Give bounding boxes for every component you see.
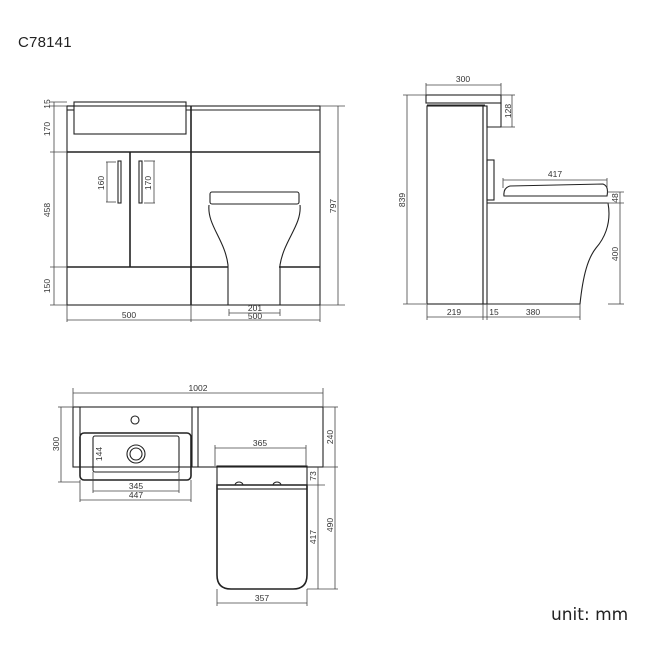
dim-handle-left: 160 [96,176,106,190]
dim-top-seat-length: 417 [308,530,318,544]
dim-pan-base: 201 [248,303,262,313]
dim-pan-offset: 73 [308,471,318,481]
basin-front [73,101,187,135]
dim-seat-thickness: 48 [610,193,620,203]
dim-unit-depth: 219 [447,307,461,317]
dim-basin-inner-width: 345 [129,481,143,491]
dim-top-panel: 170 [42,122,52,136]
left-door-handle [117,160,122,204]
dim-plinth: 150 [42,279,52,293]
basin-bowl [92,435,180,473]
dim-basin-outer-width: 447 [129,490,143,500]
dim-seat-length: 417 [548,169,562,179]
dim-pan-depth: 380 [526,307,540,317]
top-view: 1002 300 144 345 447 240 365 73 417 490 … [51,383,338,606]
dim-total-height: 797 [328,199,338,213]
side-view: 300 128 839 417 48 400 219 15 380 [397,74,624,320]
vanity-carcass [66,105,321,306]
dim-vanity-width: 500 [122,310,136,320]
toilet-seat-front [209,191,300,205]
dim-basin-inner-depth: 144 [94,447,104,461]
product-code: C78141 [18,34,72,51]
dim-pan-projection: 490 [325,518,335,532]
dim-basin-depth: 300 [456,74,470,84]
toilet-seat-side [503,183,609,197]
basin-top [79,432,192,481]
waste-inner [129,447,143,461]
right-door-handle [138,160,143,204]
dim-basin-top: 15 [42,99,52,109]
flush-button-side [486,159,495,201]
toilet-seat-top [216,484,308,590]
dim-side-total-height: 839 [397,193,407,207]
waste-outer [126,444,146,464]
tap-hole [130,415,140,425]
dim-seat-width: 357 [255,593,269,603]
dim-pan-width-top: 365 [253,438,267,448]
dim-gap: 15 [489,307,499,317]
dim-basin-height: 128 [503,104,513,118]
toilet-pan-front [208,204,301,305]
dim-wc-unit-width: 500 [248,311,262,321]
dim-top-total-width: 1002 [189,383,208,393]
front-view: 160 170 15 170 458 150 797 500 500 201 [42,99,345,322]
cabinet-side [426,105,484,305]
dim-top-depth: 300 [51,437,61,451]
dim-door-section: 458 [42,203,52,217]
dim-handle-right: 170 [143,176,153,190]
basin-side-top [425,94,502,104]
toilet-pan-side [487,202,610,305]
unit-label: unit: mm [551,605,629,625]
dim-pan-height: 400 [610,247,620,261]
dim-wc-depth: 240 [325,430,335,444]
